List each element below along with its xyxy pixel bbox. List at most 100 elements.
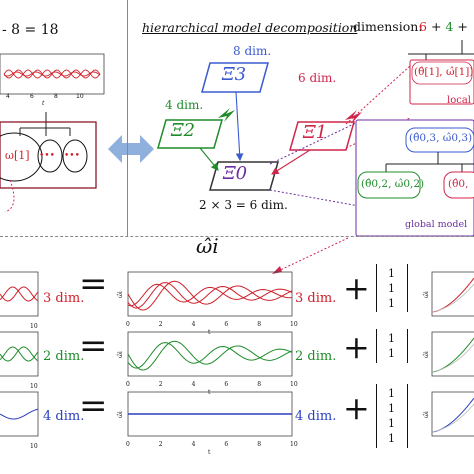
y-axis-label: ω̂i [423,351,430,358]
row-mid-curve [127,342,293,369]
xi2-symbol: Ξ2 [171,120,196,141]
tick-label: 2 [159,441,163,448]
horizontal-divider [0,236,474,237]
row-right-curve [431,283,474,313]
axis-label: t [208,449,211,456]
tick-label: 10 [290,381,298,388]
xi3-node [201,62,269,93]
dim-op: + [430,19,442,34]
y-axis-label: ω̂i [117,351,124,358]
row-left-plot-frame [0,391,39,437]
equals-sign: = [79,326,108,366]
row-left-curve [0,346,39,362]
vector-row1: 1 1 1 [376,264,408,312]
tick-label: 0 [126,381,130,388]
y-axis-label: ω̂i [423,291,430,298]
row-left-curve [0,286,39,302]
y-axis-label: ω̂i [117,291,124,298]
tick-label: 4 [192,321,196,328]
vector-entry: 1 [388,297,395,310]
vector-entry: 1 [388,332,395,345]
row-mid-curve [127,280,293,311]
tick-label: 10 [30,443,38,450]
equals-sign: = [79,386,108,426]
xi1-dim: 6 dim. [298,71,337,85]
left-tree-dots-2: ••• [64,151,80,161]
vector-entry: 1 [388,432,395,445]
row-mid-curve [127,282,293,309]
row1-left-dim: 3 dim. [43,291,85,306]
dim-op: + [457,19,468,34]
tick-label: 8 [257,441,261,448]
tick-label: 10 [290,441,298,448]
lightning-icon [345,110,362,124]
dim-term: 6 [419,19,427,34]
row-left-curve [0,346,39,362]
dim-term: 4 [445,19,454,34]
tick-label: 8 [54,93,58,100]
vertical-divider [127,0,128,236]
xi0-symbol: Ξ0 [223,163,248,184]
tick-label: 6 [30,93,34,100]
row-right-curve [431,343,474,373]
tick-label: 10 [290,321,298,328]
row-left-curve [0,408,39,420]
row-right-plot-frame [431,391,474,437]
xi3-symbol: Ξ3 [222,64,247,85]
tick-label: 10 [76,93,84,100]
vector-row3: 1 1 1 1 [376,384,408,448]
vector-entry: 1 [388,417,395,430]
top-left-plot [0,53,105,95]
row-mid-plot-frame [127,271,293,317]
global-right-label: (θ̂0, [448,178,469,190]
tick-label: 8 [257,321,261,328]
double-arrow-icon [108,135,154,163]
omega-label: ω̂i [196,234,219,258]
row-mid-curve [127,340,293,371]
y-axis-label: ω̂i [423,411,430,418]
xi1-node [289,121,355,151]
vector-row2: 1 1 [376,329,408,363]
lightning-icon [218,108,235,122]
top-left-axis-label: t [42,100,45,107]
xi2-dim: 4 dim. [165,98,204,112]
row-right-curve [431,403,474,433]
xi3-dim: 8 dim. [233,44,272,58]
row-left-plot-frame [0,331,39,377]
global-left-label: (θ̂0,2, ω̂0,2) [361,178,425,190]
left-tree-dots-1: ••• [39,151,55,161]
global-model-label: global model [405,219,468,230]
vector-entry: 1 [388,387,395,400]
tick-label: 4 [192,381,196,388]
dimension-expression: 6 + 4 + [419,19,468,34]
axis-label: t [208,389,211,396]
local-label: local [447,95,471,106]
row1-mid-dim: 3 dim. [295,291,337,306]
tick-label: 6 [224,441,228,448]
row-right-curve [431,337,474,373]
plus-sign: + [343,389,370,427]
vector-entry: 1 [388,402,395,415]
plus-sign: + [343,328,370,366]
header-title: hierarchical model decomposition [142,20,358,35]
row-right-curve [431,397,474,433]
xi2-node [157,119,223,149]
axis-label: t [208,329,211,336]
tick-label: 10 [30,323,38,330]
left-tree [0,112,97,212]
left-tree-leaf-label: ω[1] [5,149,30,162]
hierarchy-diagram [157,62,411,209]
row3-mid-dim: 4 dim. [295,409,337,424]
tick-label: 10 [30,383,38,390]
row2-left-dim: 2 dim. [43,349,85,364]
right-panel-trees [355,40,474,237]
tick-label: 0 [126,321,130,328]
tick-label: 6 [224,321,228,328]
vector-entry: 1 [388,347,395,360]
row3-left-dim: 4 dim. [43,409,85,424]
row-right-plot-frame [431,271,474,317]
xi1-symbol: Ξ1 [303,122,328,143]
vector-entry: 1 [388,282,395,295]
xi0-dim: 2 × 3 = 6 dim. [199,198,288,212]
